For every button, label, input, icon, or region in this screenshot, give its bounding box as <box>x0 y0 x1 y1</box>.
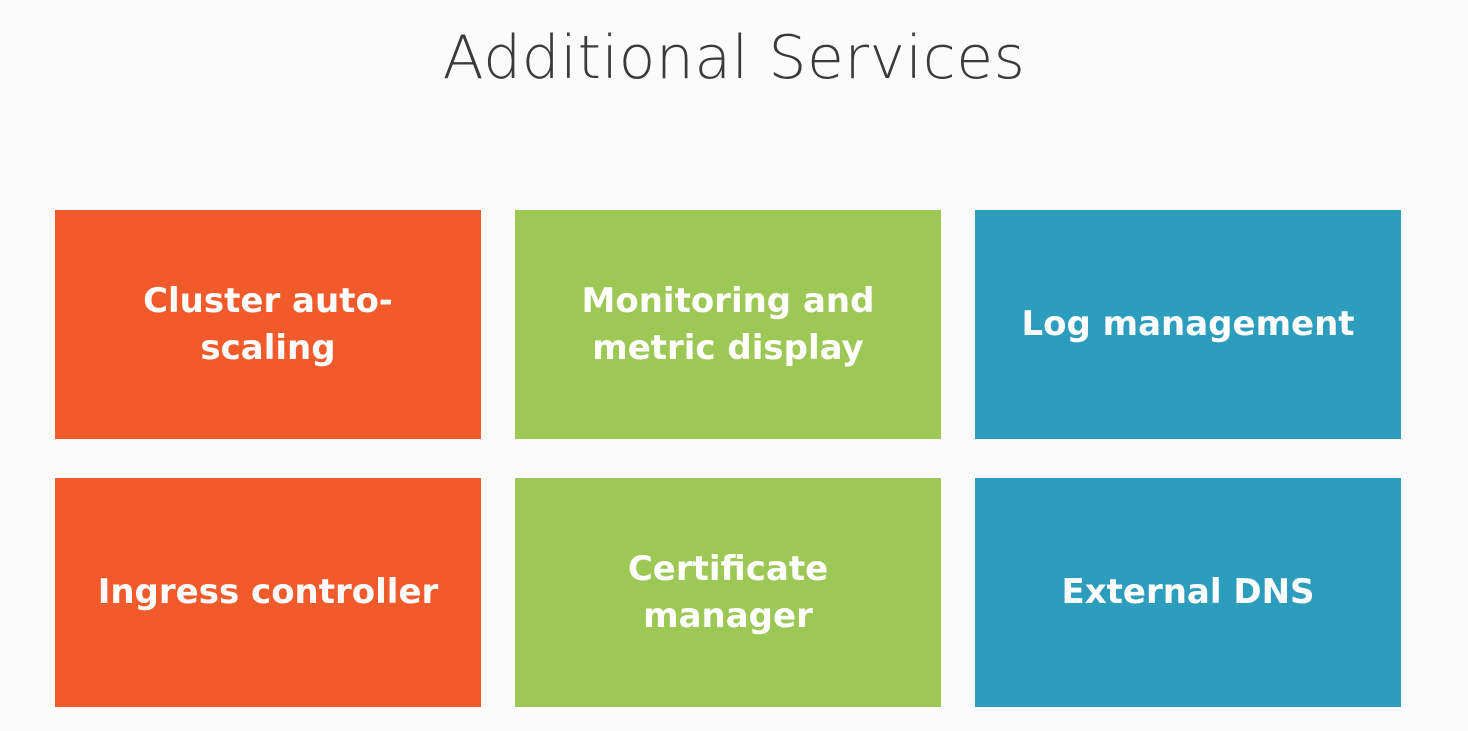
tile-label: Certificate manager <box>627 548 829 636</box>
tile-label: External DNS <box>1061 572 1315 612</box>
tile-ingress-controller: Ingress controller <box>55 478 481 707</box>
slide-title: Additional Services <box>442 23 1026 93</box>
tile-label: Log management <box>1021 304 1355 344</box>
tile-external-dns: External DNS <box>975 478 1401 707</box>
tile-certificate-manager: Certificate manager <box>515 478 941 707</box>
tile-cluster-auto-scaling: Cluster auto-scaling <box>55 210 481 439</box>
tile-log-management: Log management <box>975 210 1401 439</box>
tile-monitoring-and-metric-display: Monitoring and metric display <box>515 210 941 439</box>
tile-label: Ingress controller <box>97 572 439 612</box>
tile-label: Monitoring and metric display <box>581 280 875 368</box>
tile-label: Cluster auto-scaling <box>143 280 393 368</box>
